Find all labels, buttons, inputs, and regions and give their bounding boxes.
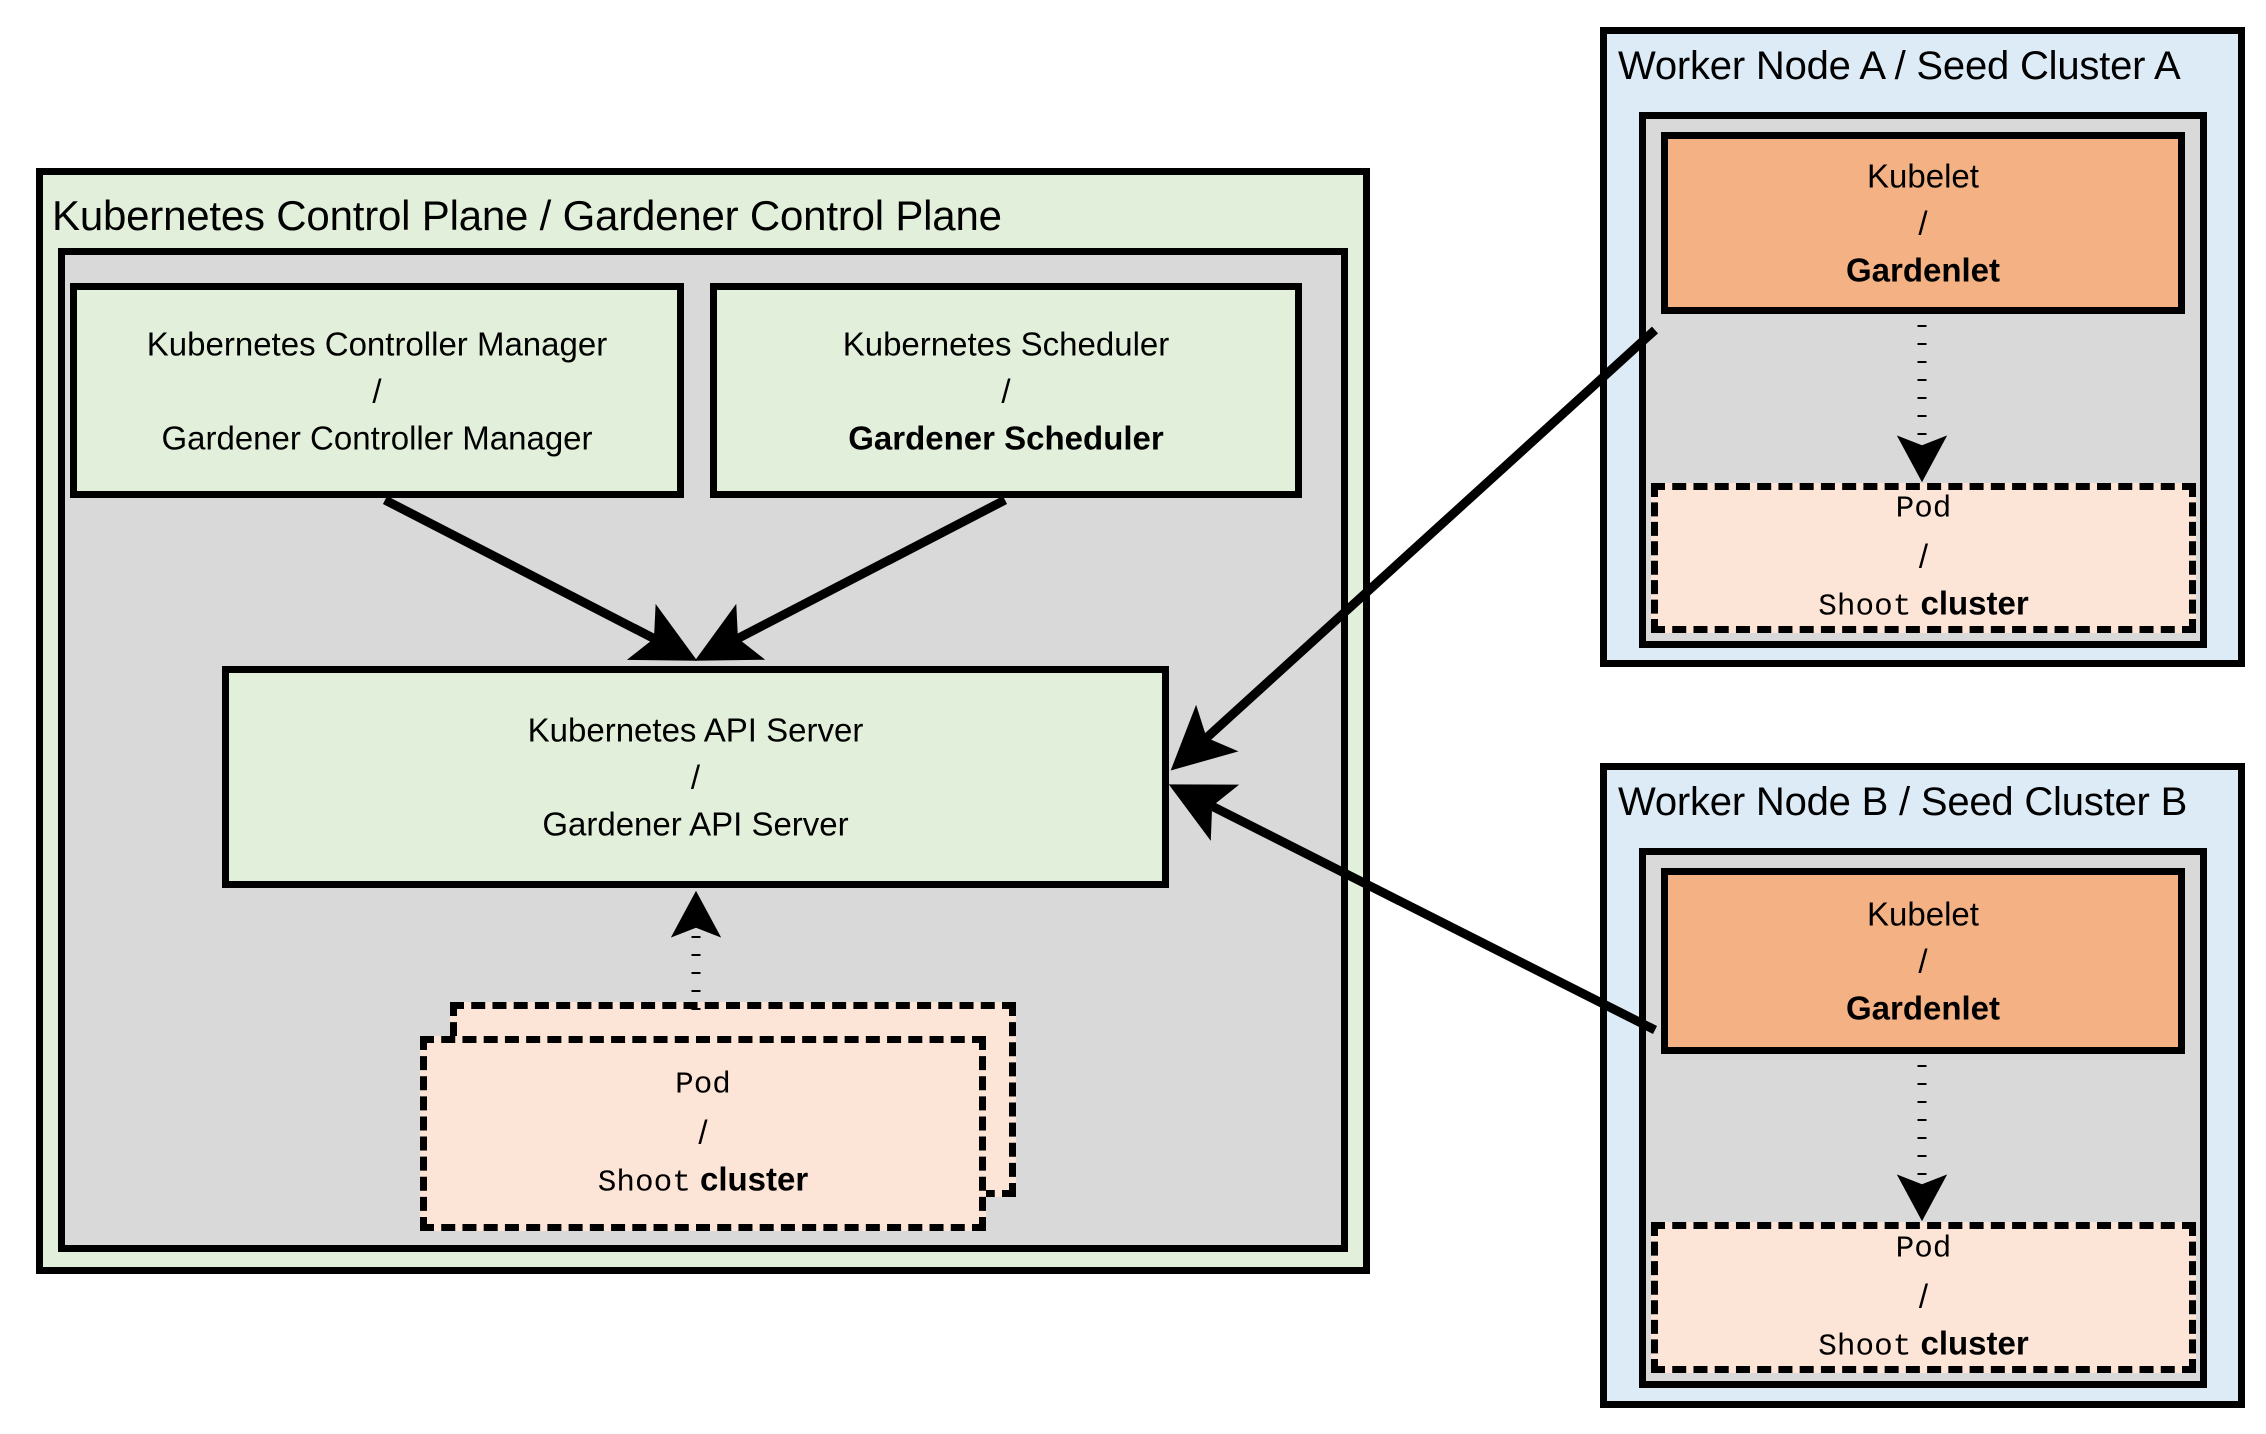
api-server-separator: / — [690, 758, 701, 796]
worker-b-pod-line-2: Shoot cluster — [1658, 1319, 2189, 1370]
control-plane-pod-text-group: Pod / Shoot cluster — [427, 1061, 979, 1206]
worker-node-a-pod-box[interactable]: Pod / Shoot cluster — [1651, 483, 2196, 633]
worker-b-pod-line-1: Pod — [1895, 1231, 1952, 1266]
kcm-line-2: Gardener Controller Manager — [161, 419, 593, 456]
worker-node-b-pod-box[interactable]: Pod / Shoot cluster — [1651, 1222, 2196, 1373]
control-plane-title: Kubernetes Control Plane / Gardener Cont… — [52, 192, 1002, 239]
gardenlet-b-text-group: Kubelet / Gardenlet — [1668, 891, 2178, 1032]
gardenlet-a-line-1: Kubelet — [1867, 157, 1979, 195]
kubernetes-controller-manager-box[interactable]: Kubernetes Controller Manager / Gardener… — [70, 283, 684, 498]
gardenlet-a-box[interactable]: Kubelet / Gardenlet — [1661, 132, 2185, 314]
gardenlet-a-separator: / — [1918, 204, 1928, 242]
worker-a-pod-cluster-word: cluster — [1920, 584, 2029, 622]
kcm-line-1: Kubernetes Controller Manager — [146, 325, 608, 362]
gardenlet-a-text-group: Kubelet / Gardenlet — [1668, 153, 2178, 294]
scheduler-text-group: Kubernetes Scheduler / Gardener Schedule… — [717, 320, 1295, 461]
control-plane-pod-shoot-word: Shoot — [597, 1165, 691, 1200]
scheduler-line-2: Gardener Scheduler — [848, 419, 1164, 456]
control-plane-pod-box[interactable]: Pod / Shoot cluster — [420, 1036, 986, 1231]
kcm-separator: / — [372, 372, 382, 409]
control-plane-pod-line-2: Shoot cluster — [427, 1155, 979, 1206]
worker-node-b-title: Worker Node B / Seed Cluster B — [1618, 780, 2188, 824]
worker-a-pod-separator: / — [1918, 537, 1929, 575]
worker-a-pod-text-group: Pod / Shoot cluster — [1658, 486, 2189, 631]
control-plane-pod-separator: / — [698, 1113, 708, 1150]
kcm-text-group: Kubernetes Controller Manager / Gardener… — [77, 320, 677, 461]
worker-b-pod-cluster-word: cluster — [1920, 1324, 2029, 1361]
gardenlet-a-line-2: Gardenlet — [1845, 251, 2001, 289]
control-plane-pod-line-1: Pod — [675, 1067, 731, 1102]
kubernetes-scheduler-box[interactable]: Kubernetes Scheduler / Gardener Schedule… — [710, 283, 1302, 498]
kubernetes-api-server-box[interactable]: Kubernetes API Server / Gardener API Ser… — [222, 666, 1169, 888]
worker-a-pod-line-2: Shoot cluster — [1658, 580, 2189, 631]
api-server-line-1: Kubernetes API Server — [527, 711, 864, 749]
worker-b-pod-separator: / — [1918, 1277, 1929, 1314]
api-server-line-2: Gardener API Server — [542, 805, 849, 843]
worker-b-pod-text-group: Pod / Shoot cluster — [1658, 1225, 2189, 1370]
worker-a-pod-line-1: Pod — [1895, 491, 1952, 527]
gardenlet-b-separator: / — [1918, 942, 1928, 980]
gardenlet-b-box[interactable]: Kubelet / Gardenlet — [1661, 868, 2185, 1054]
gardenlet-b-line-2: Gardenlet — [1845, 989, 2001, 1027]
gardenlet-b-line-1: Kubelet — [1867, 895, 1979, 933]
scheduler-line-1: Kubernetes Scheduler — [842, 325, 1170, 362]
worker-a-pod-shoot-word: Shoot — [1818, 589, 1912, 625]
worker-b-pod-shoot-word: Shoot — [1818, 1329, 1912, 1364]
api-server-text-group: Kubernetes API Server / Gardener API Ser… — [229, 707, 1162, 848]
worker-node-a-title: Worker Node A / Seed Cluster A — [1618, 44, 2181, 88]
control-plane-pod-cluster-word: cluster — [699, 1160, 809, 1197]
scheduler-separator: / — [1001, 372, 1011, 409]
